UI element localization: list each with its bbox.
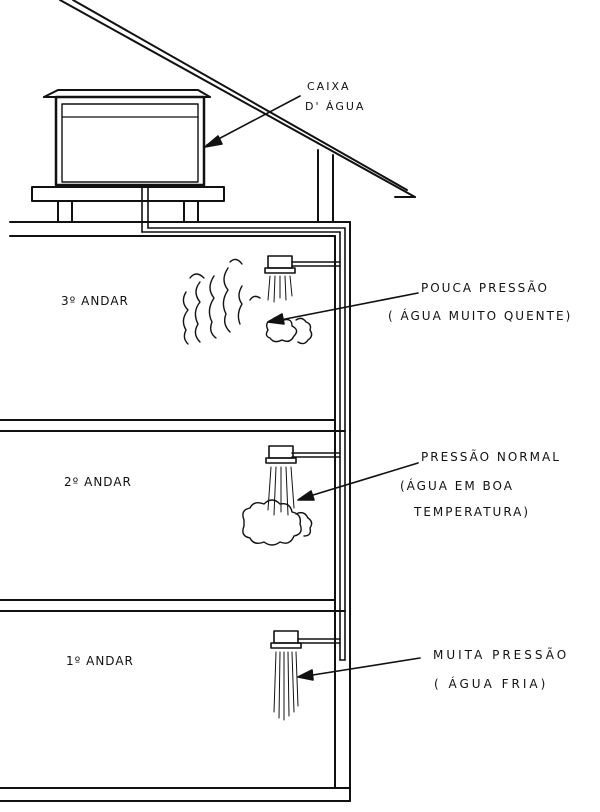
tank-label-line2: D' ÁGUA [305,100,366,113]
floor-label-1: 1º ANDAR [66,654,134,668]
water-pipe [141,184,346,661]
shower-head-2 [265,445,297,516]
shower-head-1 [270,630,302,721]
water-label-2-line1: (ÁGUA EM BOA [400,479,514,493]
pressure-label-1: MUITA PRESSÃO [433,648,570,662]
tank-label: CAIXA D' ÁGUA [305,80,365,114]
pressure-label-2: PRESSÃO NORMAL [421,450,561,464]
floor-label-2: 2º ANDAR [64,475,132,489]
water-label-3: ( ÁGUA MUITO QUENTE) [388,309,573,323]
water-label-2-line2: TEMPERATURA) [414,505,531,519]
pointer-arrows [204,95,421,681]
tank-label-line1: CAIXA [307,80,351,93]
building-structure [0,221,351,802]
water-tank [31,89,225,223]
steam-2 [242,499,313,546]
steam-3 [182,258,313,345]
floor-label-3: 3º ANDAR [61,294,129,308]
pressure-label-3: POUCA PRESSÃO [421,281,549,295]
water-label-1: ( ÁGUA FRIA) [434,677,549,691]
shower-head-3 [264,255,296,303]
roof [59,0,416,223]
